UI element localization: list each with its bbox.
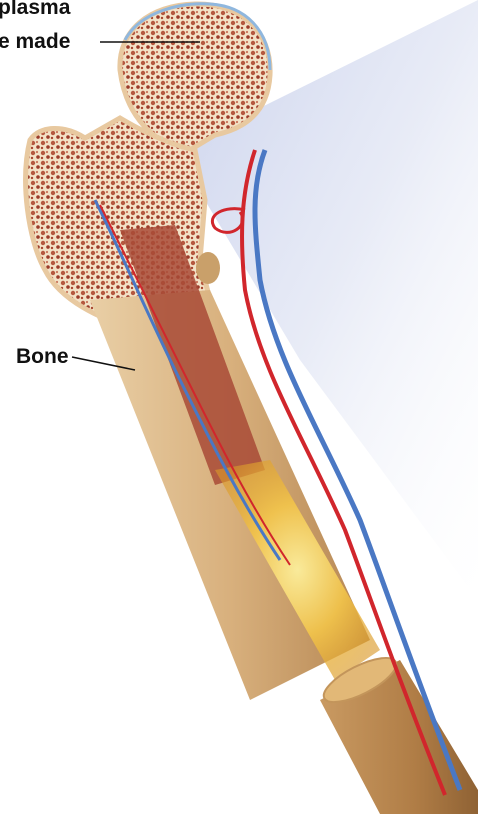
lesser-trochanter xyxy=(196,252,220,284)
label-bone: Bone xyxy=(16,345,69,369)
label-plasma-line2: e made xyxy=(0,30,70,54)
label-plasma-line1: plasma xyxy=(0,0,70,20)
